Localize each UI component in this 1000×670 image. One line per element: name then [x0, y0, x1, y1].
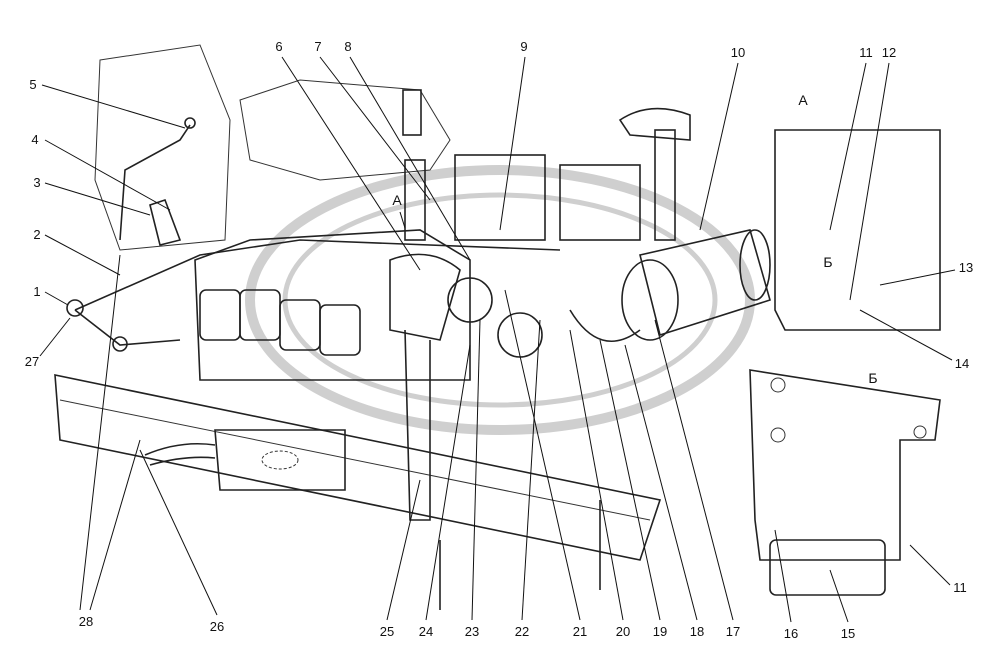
callout-24: 24	[418, 624, 434, 639]
callout-17: 17	[725, 624, 741, 639]
callout-23: 23	[464, 624, 480, 639]
exhaust-system	[389, 89, 641, 521]
view-a-arrow-label: А	[392, 192, 402, 208]
callout-27: 27	[24, 354, 40, 369]
leader-lines	[39, 56, 956, 623]
callout-18: 18	[689, 624, 705, 639]
callout-9: 9	[520, 39, 528, 54]
callout-14: 14	[954, 356, 970, 371]
engine-block	[144, 229, 471, 491]
callout-10: 10	[730, 45, 746, 60]
callout-28: 28	[78, 614, 94, 629]
view-a-title: А	[798, 92, 808, 108]
callout-1: 1	[33, 284, 41, 299]
air-cleaner	[618, 107, 771, 341]
view-b-marker: Б	[823, 254, 833, 270]
cab-outline	[94, 44, 451, 251]
view-b-title: Б	[868, 370, 878, 386]
callout-8: 8	[344, 39, 352, 54]
callout-25: 25	[379, 624, 395, 639]
callout-16: 16	[783, 626, 799, 641]
callout-20: 20	[615, 624, 631, 639]
callout-19: 19	[652, 624, 668, 639]
callout-13: 13	[958, 260, 974, 275]
control-cable	[66, 117, 561, 352]
callout-4: 4	[31, 132, 39, 147]
callout-15: 15	[840, 626, 856, 641]
callout-7: 7	[314, 39, 322, 54]
callout-5: 5	[29, 77, 37, 92]
callout-22: 22	[514, 624, 530, 639]
frame-rail	[54, 374, 662, 610]
callout-26: 26	[209, 619, 225, 634]
callout-3: 3	[33, 175, 41, 190]
callout-2: 2	[33, 227, 41, 242]
callout-21: 21	[572, 624, 588, 639]
callout-6: 6	[275, 39, 283, 54]
callout-11-detail: 11	[953, 580, 967, 595]
callout-12: 12	[881, 45, 897, 60]
callout-11: 11	[859, 45, 873, 60]
detail-insets	[454, 129, 941, 596]
